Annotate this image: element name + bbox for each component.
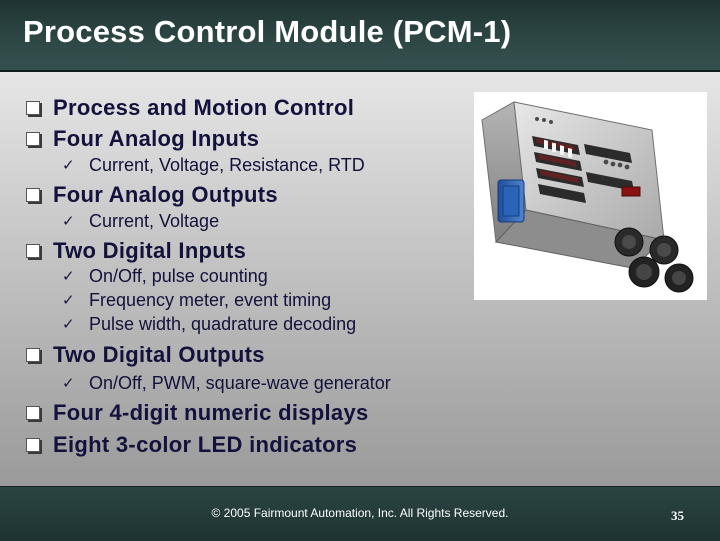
sub-bullet-text: Current, Voltage, Resistance, RTD: [89, 155, 365, 175]
slide-title: Process Control Module (PCM-1): [23, 14, 512, 49]
hollow-square-bullet-icon: [26, 101, 40, 115]
page-number: 35: [671, 508, 684, 523]
bullet-text: Four Analog Inputs: [53, 126, 260, 151]
hollow-square-bullet-icon: [26, 406, 40, 420]
sub-bullet-text: Pulse width, quadrature decoding: [89, 314, 357, 334]
bullet-text: Four 4-digit numeric displays: [53, 400, 369, 425]
sub-bullet-text: On/Off, PWM, square-wave generator: [89, 373, 391, 393]
bullet-text: Four Analog Outputs: [53, 182, 278, 207]
pcm-1-module-photo: [474, 92, 707, 300]
checkmark-icon: ✓: [62, 291, 75, 309]
sub-bullet-text: Frequency meter, event timing: [89, 290, 332, 310]
sub-bullet-text: Current, Voltage: [89, 211, 220, 231]
hollow-square-bullet-icon: [26, 244, 40, 258]
hollow-square-bullet-icon: [26, 132, 40, 146]
bullet-text: Process and Motion Control: [53, 95, 355, 120]
copyright-text: © 2005 Fairmount Automation, Inc. All Ri…: [211, 506, 509, 520]
checkmark-icon: ✓: [62, 212, 75, 230]
bullet-text: Two Digital Outputs: [53, 342, 265, 367]
checkmark-icon: ✓: [62, 156, 75, 174]
checkmark-icon: ✓: [62, 315, 75, 333]
footer-bar: [0, 486, 720, 541]
checkmark-icon: ✓: [62, 374, 75, 392]
sub-bullet-text: On/Off, pulse counting: [89, 266, 268, 286]
hollow-square-bullet-icon: [26, 188, 40, 202]
hollow-square-bullet-icon: [26, 438, 40, 452]
title-bar: Process Control Module (PCM-1): [0, 0, 720, 72]
bullet-text: Two Digital Inputs: [53, 238, 247, 263]
bullet-text: Eight 3-color LED indicators: [53, 432, 358, 457]
checkmark-icon: ✓: [62, 267, 75, 285]
hollow-square-bullet-icon: [26, 348, 40, 362]
